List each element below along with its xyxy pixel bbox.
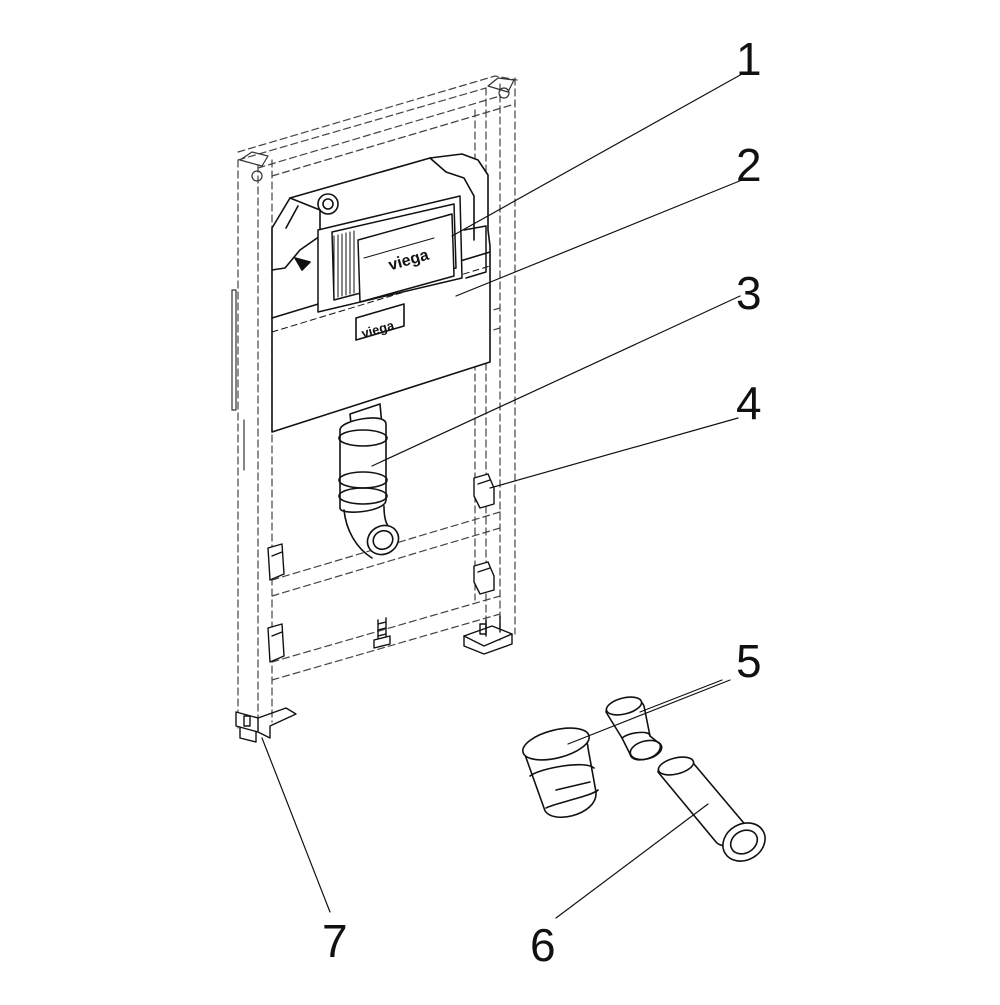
leader-4 (489, 417, 739, 489)
frame-details (231, 77, 515, 471)
leader-1 (451, 73, 743, 237)
callout-2: 2 (736, 139, 762, 191)
mounting-brackets (267, 473, 495, 663)
callout-6: 6 (530, 919, 556, 971)
bracket-lower-left (267, 623, 285, 663)
callout-3: 3 (736, 267, 762, 319)
bracket-upper-left (267, 543, 285, 581)
flush-plate: viega (317, 195, 487, 313)
leader-3 (371, 295, 741, 467)
flush-plate-ribs (333, 230, 355, 299)
leader-5a (639, 679, 723, 713)
fixing-screw (373, 617, 391, 649)
leader-7 (261, 737, 331, 913)
leader-2 (455, 179, 743, 297)
foot-left (235, 707, 297, 743)
callout-5: 5 (736, 635, 762, 687)
leader-6 (555, 803, 709, 919)
small-pipe-connector (605, 696, 663, 761)
large-pipe-connector (522, 727, 599, 818)
drain-pipe (338, 403, 400, 559)
leader-lines (261, 73, 743, 919)
frame-feet (235, 615, 513, 743)
bracket-lower-right (473, 561, 495, 595)
bracket-upper-right (473, 473, 495, 509)
leader-5b (567, 679, 731, 745)
callout-4: 4 (736, 377, 762, 429)
foot-right (463, 615, 513, 655)
callout-1: 1 (736, 33, 762, 85)
callout-7: 7 (322, 915, 348, 967)
connection-pipe (657, 756, 766, 862)
